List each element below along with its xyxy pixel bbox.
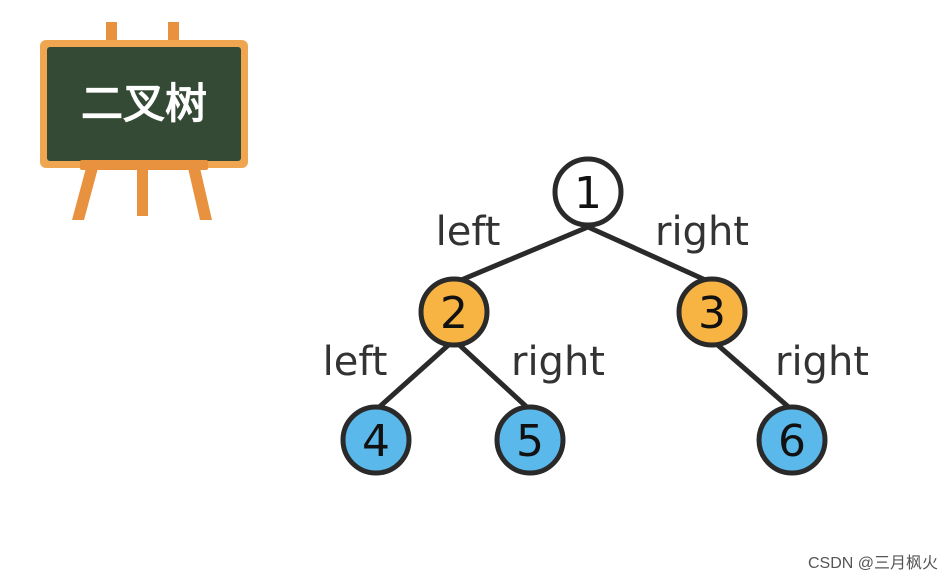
- blackboard-icon: 二叉树: [40, 22, 248, 220]
- edge-label-1-2: left: [436, 209, 501, 255]
- tree-node-3: 3: [676, 276, 748, 348]
- node-label: 2: [440, 288, 468, 339]
- tree-node-1: 1: [552, 156, 624, 228]
- edge-labels: left right left right right: [323, 209, 869, 385]
- node-label: 4: [362, 416, 390, 467]
- easel-leg-top-right: [168, 22, 179, 52]
- watermark: CSDN @三月枫火: [807, 555, 938, 572]
- node-label: 5: [516, 416, 544, 467]
- tree-nodes: 1 2 3 4 5 6: [340, 156, 828, 476]
- edge-label-2-4: left: [323, 339, 388, 385]
- edge-label-1-3: right: [655, 209, 749, 255]
- edge-1-2: [451, 224, 591, 286]
- easel-leg-center: [137, 168, 148, 216]
- edge-3-6: [709, 337, 795, 413]
- edge-label-2-5: right: [511, 339, 605, 385]
- tree-node-2: 2: [418, 276, 490, 348]
- edge-2-5: [451, 337, 533, 413]
- node-circle: [340, 404, 412, 476]
- node-circle: [494, 404, 566, 476]
- easel-leg-right: [188, 168, 212, 220]
- node-circle: [676, 276, 748, 348]
- edge-1-3: [585, 224, 715, 286]
- edge-2-4: [373, 337, 457, 413]
- node-circle: [756, 404, 828, 476]
- node-label: 6: [778, 416, 806, 467]
- easel-leg-top-left: [106, 22, 117, 52]
- tree-edges: [373, 224, 795, 413]
- edge-label-3-6: right: [775, 339, 869, 385]
- node-label: 1: [574, 168, 602, 219]
- tree-node-5: 5: [494, 404, 566, 476]
- blackboard-tray: [80, 160, 208, 170]
- blackboard-title: 二叉树: [81, 79, 207, 128]
- node-label: 3: [698, 288, 726, 339]
- tree-node-6: 6: [756, 404, 828, 476]
- node-circle: [552, 156, 624, 228]
- tree-node-4: 4: [340, 404, 412, 476]
- easel-leg-left: [72, 168, 98, 220]
- blackboard-surface: [47, 47, 241, 161]
- node-circle: [418, 276, 490, 348]
